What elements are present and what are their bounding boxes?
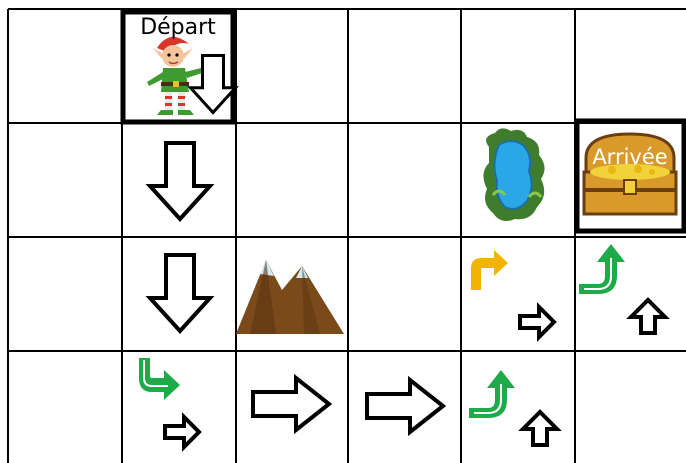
turn-down-right-icon [139, 358, 180, 400]
arrow-right-icon [253, 378, 329, 430]
arrow-up-small-icon [631, 300, 665, 333]
mountain-icon [236, 260, 344, 334]
arrow-down-icon [150, 143, 210, 219]
arrow-up-small-icon [523, 412, 557, 445]
arrow-down-icon [150, 255, 210, 331]
goal-label: Arrivée [592, 145, 667, 169]
lake-icon [483, 128, 544, 221]
arrow-down-icon [191, 56, 236, 113]
arrow-right-small-icon [520, 307, 554, 337]
turn-up-icon [579, 244, 625, 294]
arrow-right-icon [367, 380, 443, 432]
start-label: Départ [140, 15, 216, 40]
turn-right-icon [471, 250, 508, 290]
arrow-right-small-icon [165, 417, 199, 447]
grid-lines [8, 9, 686, 463]
elf-character-icon[interactable] [147, 37, 202, 115]
turn-up-icon [469, 370, 515, 418]
